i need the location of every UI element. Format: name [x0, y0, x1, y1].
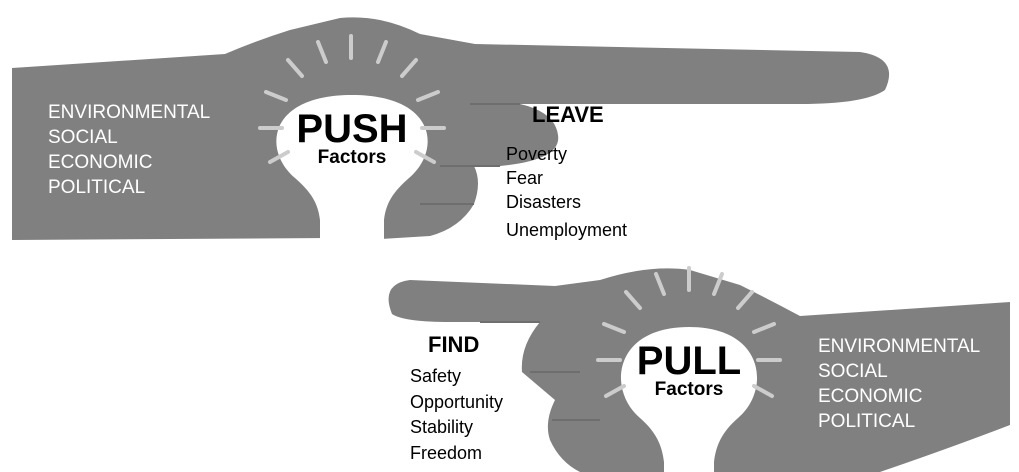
push-item-3: Unemployment	[506, 220, 627, 240]
push-title: PUSH	[296, 107, 407, 151]
pull-ray-3	[712, 272, 724, 296]
pull-item-0: Safety	[410, 366, 461, 386]
push-ray-2	[316, 40, 328, 64]
pull-title: PULL	[637, 339, 741, 383]
pull-item-1: Opportunity	[410, 392, 503, 412]
push-item-2: Disasters	[506, 192, 581, 212]
pull-ray-10	[604, 384, 626, 398]
pull-category-2: ECONOMIC	[818, 386, 923, 407]
pull-ray-5	[736, 290, 754, 310]
pull-item-2: Stability	[410, 417, 473, 437]
push-subtitle: Factors	[318, 147, 387, 168]
push-ray-4	[286, 58, 304, 78]
push-ray-7	[416, 90, 440, 102]
pull-categories: ENVIRONMENTAL SOCIAL ECONOMIC POLITICAL	[818, 336, 980, 432]
push-hand	[12, 17, 890, 241]
push-bulb: PUSH Factors	[258, 34, 446, 240]
lightbulb-icon	[276, 95, 428, 240]
pull-item-3: Freedom	[410, 443, 482, 463]
push-item-0: Poverty	[506, 144, 567, 164]
pull-subtitle: Factors	[655, 379, 724, 400]
pull-category-1: SOCIAL	[818, 361, 888, 382]
pull-bulb: PULL Factors	[596, 266, 782, 472]
pull-ray-4	[624, 290, 642, 310]
push-ray-6	[264, 90, 288, 102]
push-ray-11	[414, 150, 436, 164]
push-item-1: Fear	[506, 168, 543, 188]
pull-ray-2	[654, 272, 666, 296]
push-category-3: POLITICAL	[48, 177, 145, 198]
push-heading: LEAVE	[532, 102, 604, 127]
pull-ray-6	[602, 322, 626, 334]
push-leave-list: LEAVE Poverty Fear Disasters Unemploymen…	[506, 102, 627, 240]
push-ray-10	[268, 150, 290, 164]
push-category-0: ENVIRONMENTAL	[48, 102, 210, 123]
push-categories: ENVIRONMENTAL SOCIAL ECONOMIC POLITICAL	[48, 102, 210, 198]
pull-category-0: ENVIRONMENTAL	[818, 336, 980, 357]
push-hand-shape	[12, 17, 890, 241]
pull-heading: FIND	[428, 332, 479, 357]
pull-ray-11	[752, 384, 774, 398]
lightbulb-icon	[620, 327, 758, 472]
push-ray-3	[376, 40, 388, 64]
pull-category-3: POLITICAL	[818, 411, 915, 432]
push-category-1: SOCIAL	[48, 127, 118, 148]
push-ray-5	[400, 58, 418, 78]
push-category-2: ECONOMIC	[48, 152, 153, 173]
pull-ray-7	[752, 322, 776, 334]
pull-find-list: FIND Safety Opportunity Stability Freedo…	[410, 332, 503, 463]
